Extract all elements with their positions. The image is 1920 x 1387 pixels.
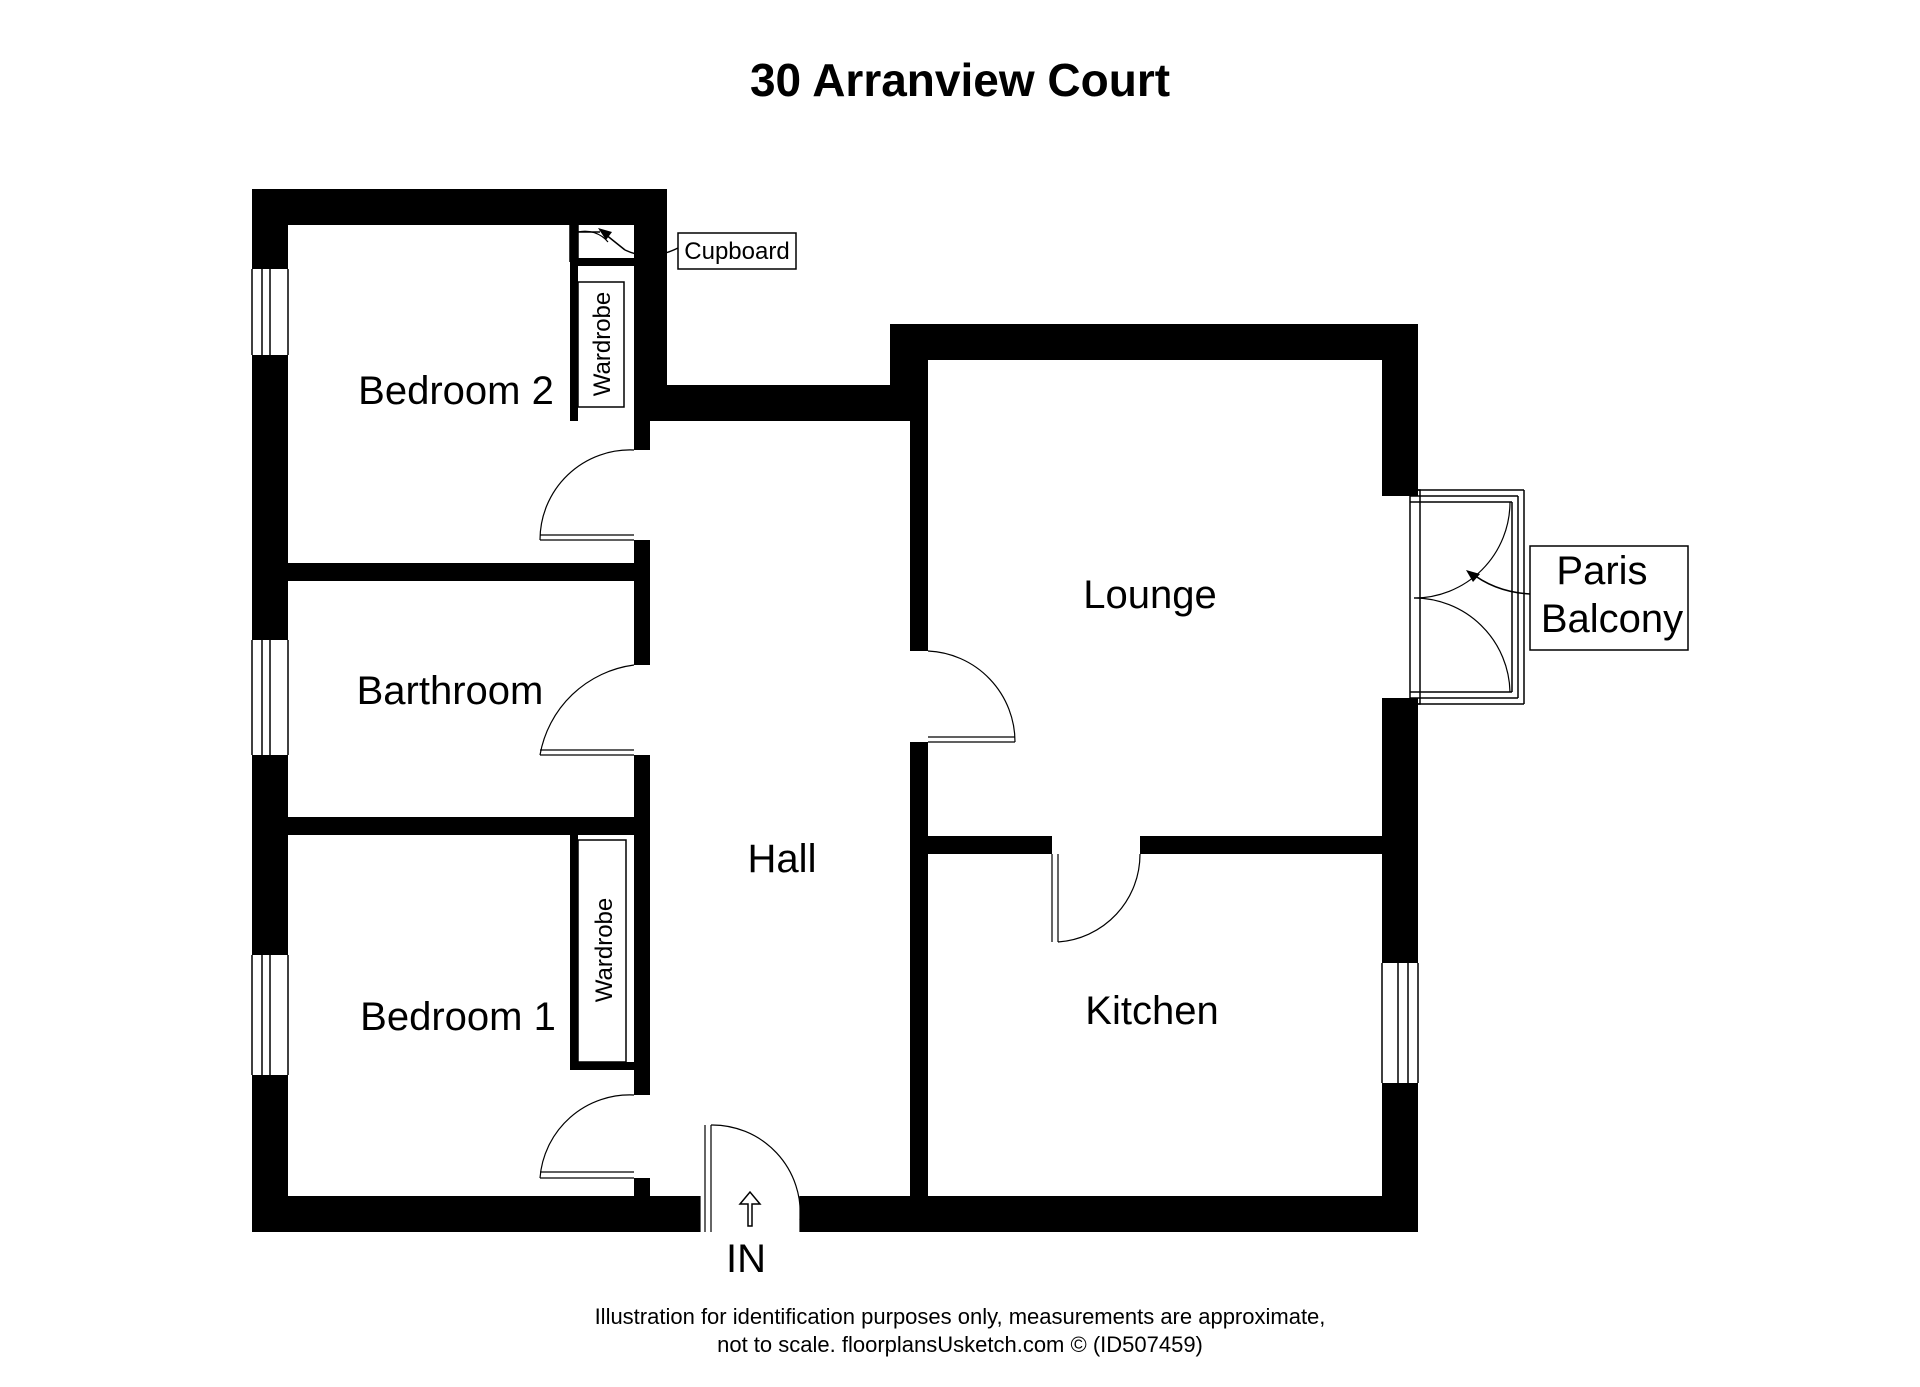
walls (252, 189, 1418, 1232)
room-label-hall: Hall (748, 837, 817, 881)
paris-balcony-label-line1: Paris (1556, 549, 1647, 593)
wall-left-top (252, 189, 667, 225)
page-title: 30 Arranview Court (749, 54, 1171, 106)
disclaimer: Illustration for identification purposes… (0, 1303, 1920, 1359)
cupboard (569, 225, 634, 266)
doors (539, 449, 1525, 1232)
wall-hall-left-2 (634, 540, 650, 665)
wardrobe-label-lower: Wardrobe (591, 898, 618, 1002)
door-bedroom1 (539, 1094, 635, 1179)
room-label-bedroom-2: Bedroom 2 (358, 369, 554, 413)
wardrobe-label-upper: Wardrobe (589, 292, 616, 396)
door-paris-balcony (1382, 489, 1525, 705)
door-bathroom (539, 664, 635, 756)
paris-balcony-label-box (1529, 545, 1689, 651)
entrance-arrow (738, 1190, 762, 1227)
wall-hall-left-4 (634, 1178, 650, 1232)
wardrobe-upper (577, 281, 625, 408)
disclaimer-line-1: Illustration for identification purposes… (594, 1304, 1326, 1329)
cupboard-label: Cupboard (684, 238, 789, 265)
door-lounge (927, 650, 1016, 743)
wardrobe-lower (577, 839, 627, 1063)
wall-lounge-left-1 (910, 421, 928, 651)
cupboard-label-box (677, 232, 797, 270)
wall-lounge-left-2 (910, 742, 928, 1196)
cupboard-shelf (570, 258, 634, 266)
wall-hall-left-3 (634, 755, 650, 1095)
cupboard-callout: Cupboard (598, 228, 797, 270)
wall-bed2-right (634, 189, 667, 421)
wall-left-outer-3 (252, 755, 288, 955)
wall-lounge-kitchen-2 (1140, 836, 1418, 854)
window-bathroom (251, 640, 289, 755)
wall-wardrobe-lower (570, 835, 578, 1070)
wall-right-outer-1 (1382, 324, 1418, 496)
door-entrance (699, 1124, 801, 1232)
wall-hall-top (634, 385, 928, 421)
wall-hall-left-1 (634, 421, 650, 450)
paris-balcony-label-line2: Balcony (1541, 597, 1683, 641)
wall-wardrobe-upper (570, 225, 578, 421)
wall-left-outer-2 (252, 355, 288, 640)
window-kitchen (1381, 963, 1419, 1083)
wall-wardrobe-lower-end (570, 1062, 650, 1070)
wall-right-top-step (890, 324, 928, 421)
room-label-bedroom-1: Bedroom 1 (360, 995, 556, 1039)
wall-left-outer-1 (252, 189, 288, 269)
room-label-lounge: Lounge (1083, 573, 1216, 617)
wall-lounge-kitchen-1 (910, 836, 1052, 854)
wall-right-top (890, 324, 1418, 360)
room-label-kitchen: Kitchen (1085, 989, 1218, 1033)
wall-right-outer-2 (1382, 698, 1418, 963)
paris-balcony-callout: Paris Balcony (1466, 545, 1689, 651)
room-label-barthroom: Barthroom (357, 669, 544, 713)
wall-bottom-left (252, 1196, 700, 1232)
window-bedroom2 (251, 269, 289, 355)
wall-bed2-bath (252, 563, 650, 581)
window-bedroom1 (251, 955, 289, 1075)
wall-bath-bed1 (252, 817, 650, 835)
windows (251, 269, 1419, 1083)
disclaimer-line-2: not to scale. floorplansUsketch.com © (I… (717, 1332, 1203, 1357)
wall-bottom-right (800, 1196, 1418, 1232)
entrance-label: IN (726, 1237, 766, 1281)
door-kitchen (1051, 853, 1141, 943)
door-bedroom2 (539, 449, 635, 541)
